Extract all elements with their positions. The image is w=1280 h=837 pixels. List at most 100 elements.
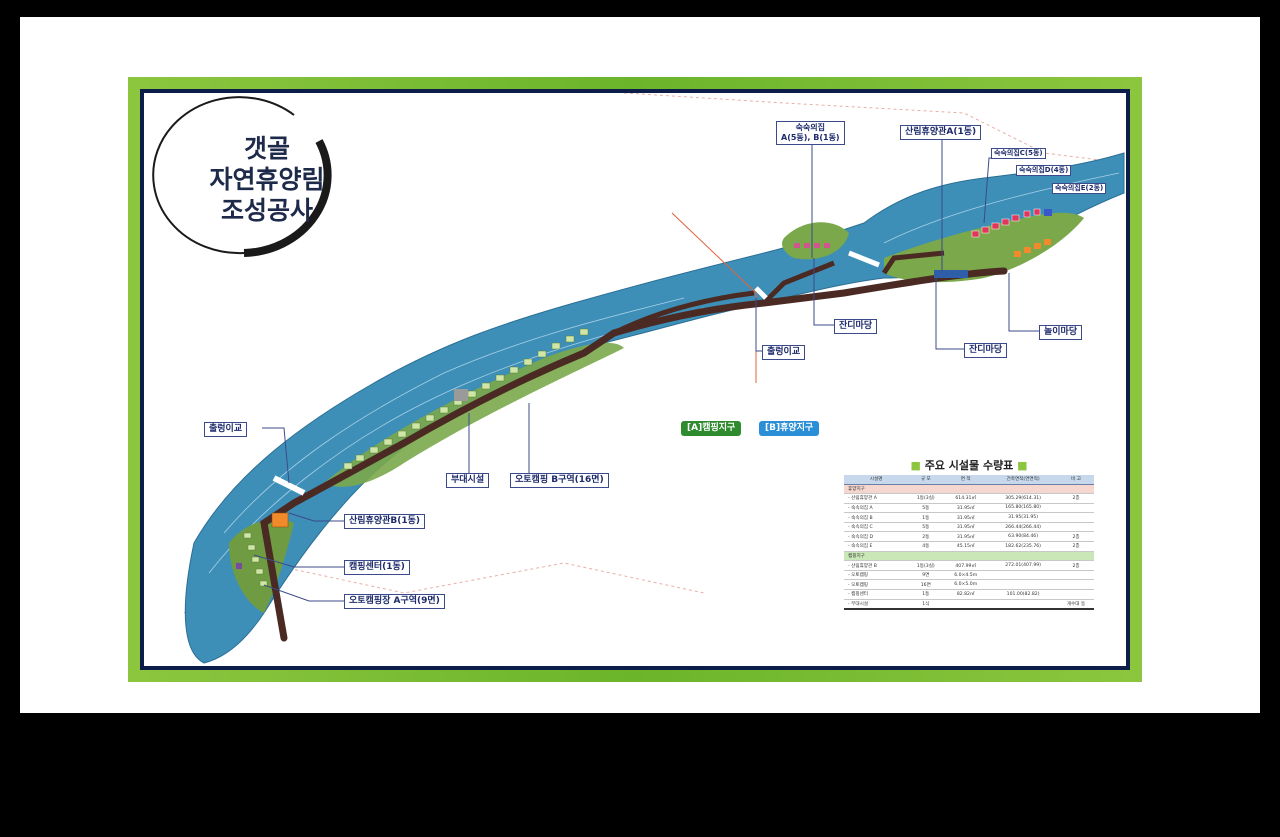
- table-cell: - 오토캠핑: [844, 579, 909, 591]
- label-lodging-d: 숙숙의집D(4동): [1016, 165, 1072, 176]
- label-camping-center: 캠핑센터(1동): [344, 560, 410, 575]
- label-lawn-center: 잔디마당: [834, 319, 878, 334]
- table-cell: 305.29(614.31): [988, 493, 1059, 504]
- table-cell: - 숙속의집 A: [844, 503, 909, 514]
- table-cell: 31.95(31.95): [988, 512, 1059, 523]
- table-cell: 31.95㎡: [943, 522, 989, 533]
- col-header: 비 고: [1058, 475, 1094, 485]
- site-plan-map: 갯골 자연휴양림 조성공사 출렁이교 산림휴양관B(1동) 캠핑센터(1동) 오…: [144, 93, 1126, 666]
- table-cell: [1058, 512, 1094, 523]
- table-cell: 82.82㎡: [943, 589, 989, 600]
- navy-border: 갯골 자연휴양림 조성공사 출렁이교 산림휴양관B(1동) 캠핑센터(1동) 오…: [140, 89, 1130, 670]
- map-drawing: [183, 93, 1125, 664]
- title-line-1: 갯골: [243, 134, 290, 163]
- table-cell: 개수대 등: [1058, 599, 1094, 610]
- table-cell: 272.01(407.99): [988, 560, 1059, 571]
- table-cell: [1058, 579, 1094, 591]
- table-cell: - 캠핑센터: [844, 589, 909, 600]
- title-line-2: 자연휴양림: [209, 165, 325, 194]
- table-cell: [1058, 503, 1094, 514]
- table-section-row: 캠핑지구: [844, 551, 1094, 562]
- table-cell: [1058, 589, 1094, 600]
- col-header: 시설명: [844, 475, 909, 485]
- site-title: 갯골 자연휴양림 조성공사: [172, 133, 362, 226]
- main-road: [260, 267, 1008, 642]
- table-cell: 45.15㎡: [943, 541, 989, 552]
- table-cell: 1동(3실): [908, 560, 944, 571]
- table-cell: 2층: [1058, 541, 1094, 552]
- title-ring: [152, 96, 332, 257]
- table-cell: 2층: [1058, 531, 1094, 543]
- table-cell: [988, 599, 1059, 610]
- label-support-facility: 부대시설: [446, 473, 490, 488]
- table-cell: 1동: [908, 512, 944, 523]
- title-line-3: 조성공사: [220, 196, 313, 225]
- label-bridge-left: 출렁이교: [204, 422, 248, 437]
- label-lodging-ab: 숙숙의집 A(5동), B(1동): [776, 121, 845, 145]
- label-lodging-ab-line2: A(5동), B(1동): [781, 133, 840, 142]
- table-cell: - 숙속의집 B: [844, 512, 909, 523]
- legend-rest: [B]휴양지구: [759, 421, 820, 436]
- label-forest-house-a: 산림휴양관A(1동): [900, 125, 982, 140]
- table-cell: 165.80(165.80): [988, 503, 1059, 514]
- table-cell: 4동: [908, 541, 944, 552]
- table-cell: 101.00(82.82): [988, 589, 1059, 600]
- table-cell: - 숙속의집 D: [844, 531, 909, 543]
- facility-table-title-text: 주요 시설물 수량표: [924, 459, 1014, 472]
- table-cell: [1058, 570, 1094, 581]
- table-cell: - 산림휴양관 B: [844, 560, 909, 571]
- table-cell: 6.0×5.0m: [943, 579, 989, 591]
- table-cell: 1동(3실): [908, 493, 944, 504]
- label-auto-camp-a: 오토캠핑장 A구역(9면): [344, 594, 445, 609]
- col-header: 면 적: [943, 475, 989, 485]
- facility-table: ■ 주요 시설물 수량표 ■ 시설명 규 모 면 적 건축면적(연면적) 비 고: [844, 457, 1094, 610]
- table-cell: - 부대시설: [844, 599, 909, 610]
- table-section-row: 휴양지구: [844, 484, 1094, 495]
- col-header: 규 모: [908, 475, 944, 485]
- table-cell: - 숙속의집 C: [844, 522, 909, 533]
- label-play-yard: 놀이마당: [1039, 325, 1083, 340]
- facility-table-title: ■ 주요 시설물 수량표 ■: [910, 459, 1028, 472]
- table-cell: [988, 570, 1059, 581]
- table-cell: 407.99㎡: [943, 560, 989, 571]
- table-cell: [1058, 522, 1094, 533]
- table-cell: - 오토캠핑: [844, 570, 909, 581]
- label-lodging-ab-line1: 숙숙의집: [795, 123, 826, 132]
- green-frame: 갯골 자연휴양림 조성공사 출렁이교 산림휴양관B(1동) 캠핑센터(1동) 오…: [128, 77, 1142, 682]
- table-cell: 614.31㎡: [943, 493, 989, 504]
- table-cell: 182.62(235.76): [988, 541, 1059, 552]
- table-cell: 266.44(266.44): [988, 522, 1059, 533]
- table-section-name: 휴양지구: [844, 484, 1094, 495]
- col-header: 건축면적(연면적): [988, 475, 1059, 485]
- table-cell: - 산림휴양관 A: [844, 493, 909, 504]
- table-cell: 6.0×4.5m: [943, 570, 989, 581]
- table-cell: 1동: [908, 589, 944, 600]
- label-lodging-e: 숙숙의집E(2동): [1052, 183, 1107, 194]
- table-cell: [943, 599, 989, 610]
- table-cell: 16면: [908, 579, 944, 591]
- table-cell: 31.95㎡: [943, 531, 989, 543]
- table-cell: 63.90(84.46): [988, 531, 1059, 543]
- slide: 갯골 자연휴양림 조성공사 출렁이교 산림휴양관B(1동) 캠핑센터(1동) 오…: [20, 17, 1260, 713]
- label-forest-house-b: 산림휴양관B(1동): [344, 514, 426, 529]
- label-lawn-right: 잔디마당: [964, 343, 1008, 358]
- label-bridge-center: 출렁이교: [762, 345, 806, 360]
- label-lodging-c: 숙숙의집C(5동): [991, 148, 1046, 159]
- table-cell: 5동: [908, 522, 944, 533]
- table-cell: 2층: [1058, 560, 1094, 571]
- table-cell: 1식: [908, 599, 944, 610]
- table-cell: 31.95㎡: [943, 512, 989, 523]
- legend-camping: [A]캠핑지구: [681, 421, 742, 436]
- table-cell: 2동: [908, 531, 944, 543]
